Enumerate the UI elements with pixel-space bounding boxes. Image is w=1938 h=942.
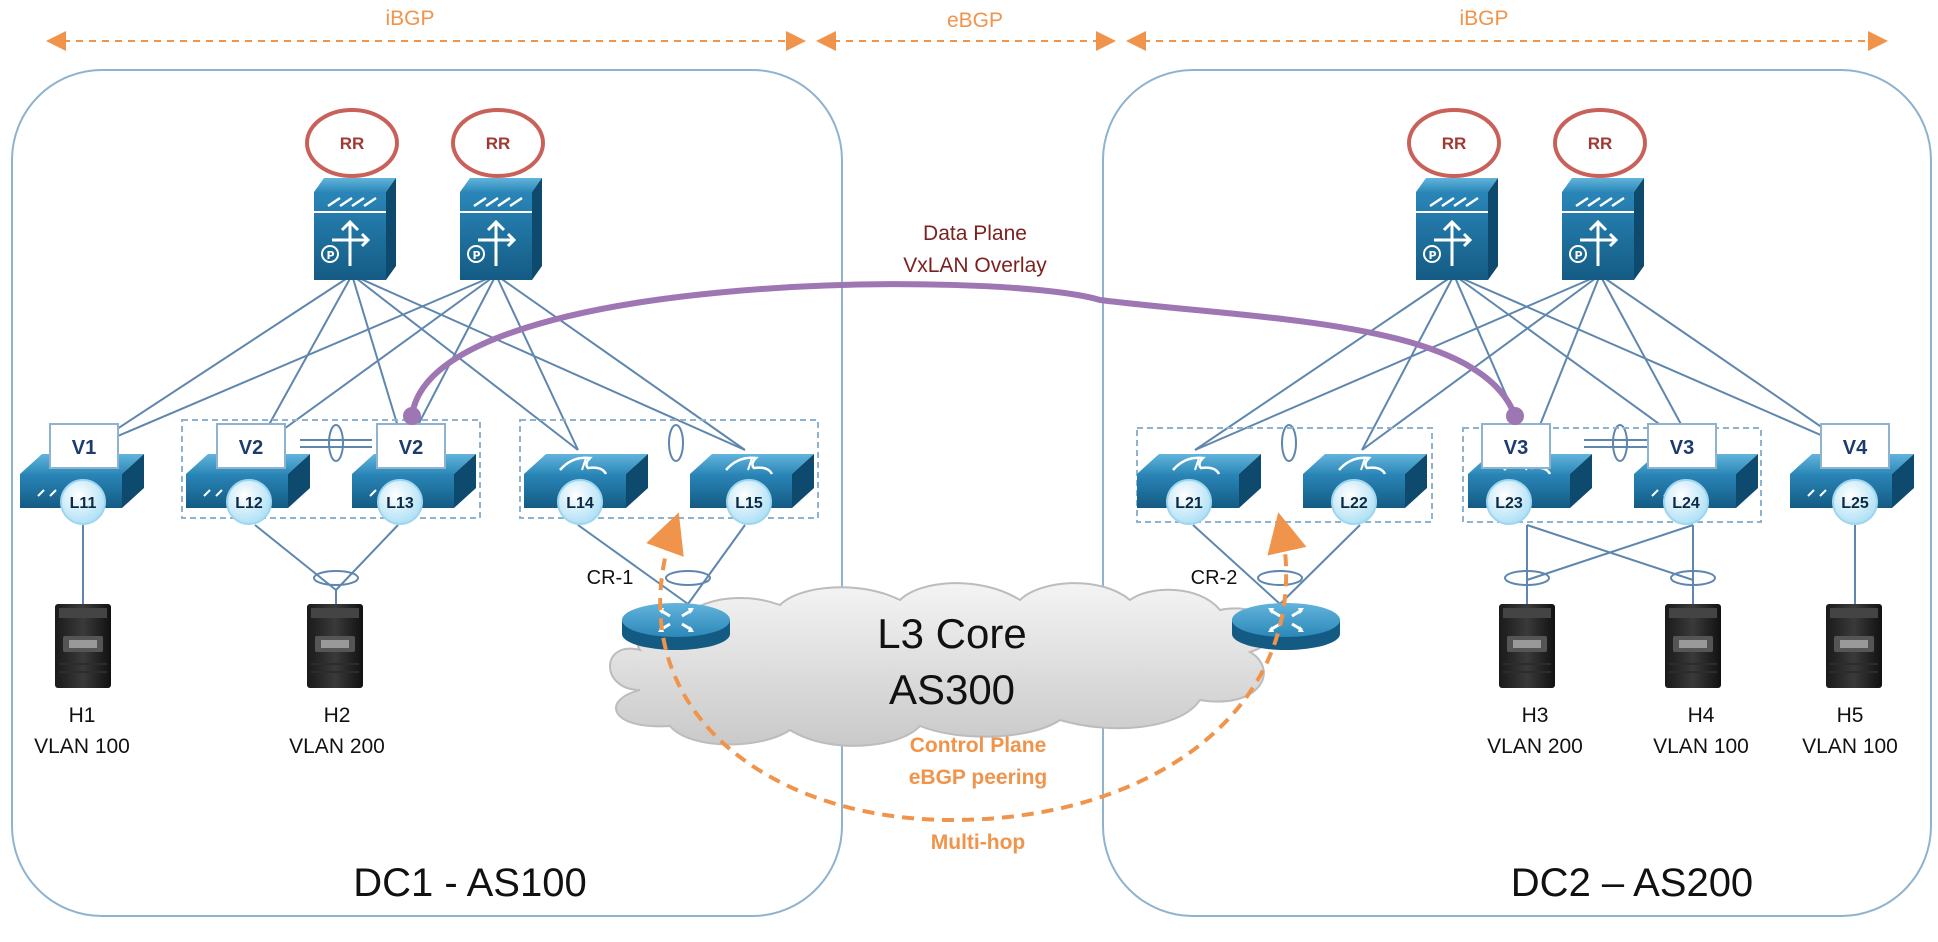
host-h1-name: H1 xyxy=(69,704,96,727)
leaf-l11: L11 xyxy=(70,495,97,512)
leaf-l25: L25 xyxy=(1841,495,1869,512)
vtep-v1: V1 xyxy=(72,437,96,459)
bgp-scope-arrows: iBGP eBGP iBGP xyxy=(46,7,1888,51)
rr-ring xyxy=(1553,108,1647,178)
vxlan-endpoint-dot xyxy=(1506,407,1524,425)
host-h4-vlan: VLAN 100 xyxy=(1653,735,1749,758)
leaf-l24: L24 xyxy=(1672,495,1700,512)
port-channel-markers xyxy=(300,424,1716,586)
vxlan-endpoint-dot xyxy=(403,407,421,425)
vxlan-overlay-label: VxLAN Overlay xyxy=(903,254,1047,277)
dc1-spine-b: RR xyxy=(451,108,545,282)
vtep-v4: V4 xyxy=(1843,437,1868,459)
leaf-l23: L23 xyxy=(1495,495,1523,512)
dc1-spine-a: RR xyxy=(305,108,399,282)
leaf-l13: L13 xyxy=(386,495,414,512)
rr-label: RR xyxy=(486,134,511,153)
host-h2-vlan: VLAN 200 xyxy=(289,735,385,758)
host-h3-name: H3 xyxy=(1522,704,1549,727)
leaf-l12: L12 xyxy=(235,495,263,512)
rr-label: RR xyxy=(340,134,365,153)
host-h3-vlan: VLAN 200 xyxy=(1487,735,1583,758)
server-icon xyxy=(1664,603,1722,689)
control-plane-path xyxy=(646,512,1307,823)
dc2-title: DC2 – AS200 xyxy=(1511,861,1753,905)
multihop-label: Multi-hop xyxy=(931,831,1025,854)
host-h1-vlan: VLAN 100 xyxy=(34,735,130,758)
core-title: L3 Core xyxy=(877,610,1026,657)
spine-switch-icon xyxy=(458,176,544,282)
leaf-l15: L15 xyxy=(735,495,763,512)
leaf-l14: L14 xyxy=(566,495,594,512)
host-h5-vlan: VLAN 100 xyxy=(1802,735,1898,758)
leaf-circles: L11 L12 L13 L14 L15 L21 L22 L23 L24 L25 xyxy=(60,479,1878,525)
vtep-v2b: V2 xyxy=(399,437,423,459)
spine-switch-icon xyxy=(312,176,398,282)
router-cr1-label: CR-1 xyxy=(587,567,634,589)
leaf-l22: L22 xyxy=(1340,495,1368,512)
leaf-l21: L21 xyxy=(1175,495,1203,512)
core-as: AS300 xyxy=(889,666,1015,713)
dc2-boundary xyxy=(1102,69,1932,917)
dc2-spine-b: RR xyxy=(1553,108,1647,282)
server-icon xyxy=(54,603,112,689)
spine-switch-icon xyxy=(1414,176,1500,282)
server-icon xyxy=(1825,603,1883,689)
vtep-labels: V1 V2 V2 V3 V3 V4 xyxy=(49,423,1890,469)
router-icon xyxy=(620,601,732,652)
rr-ring xyxy=(305,108,399,178)
ebgp-peering-label: eBGP peering xyxy=(909,766,1048,789)
dc1-title: DC1 - AS100 xyxy=(353,861,586,905)
rr-label: RR xyxy=(1588,134,1613,153)
dc1-boundary xyxy=(11,69,843,917)
host-h2-name: H2 xyxy=(324,704,351,727)
host-h4-name: H4 xyxy=(1688,704,1715,727)
rr-label: RR xyxy=(1442,134,1467,153)
control-plane-label: Control Plane xyxy=(910,734,1047,757)
spine-switch-icon xyxy=(1560,176,1646,282)
router-cr2-label: CR-2 xyxy=(1191,567,1238,589)
ebgp-label: eBGP xyxy=(947,9,1003,32)
dc2-spine-a: RR xyxy=(1407,108,1501,282)
rr-ring xyxy=(1407,108,1501,178)
host-h5-name: H5 xyxy=(1837,704,1864,727)
vtep-v3a: V3 xyxy=(1504,437,1528,459)
vtep-v2a: V2 xyxy=(239,437,263,459)
vtep-v3b: V3 xyxy=(1670,437,1694,459)
server-icon xyxy=(306,603,364,689)
data-plane-label: Data Plane xyxy=(923,222,1027,245)
ibgp-left-label: iBGP xyxy=(385,7,434,30)
ibgp-right-label: iBGP xyxy=(1459,7,1508,30)
cloud-icon xyxy=(609,582,1273,747)
vxlan-overlay-path xyxy=(409,281,1518,418)
server-icon xyxy=(1498,603,1556,689)
rr-ring xyxy=(451,108,545,178)
router-icon xyxy=(1230,601,1342,652)
